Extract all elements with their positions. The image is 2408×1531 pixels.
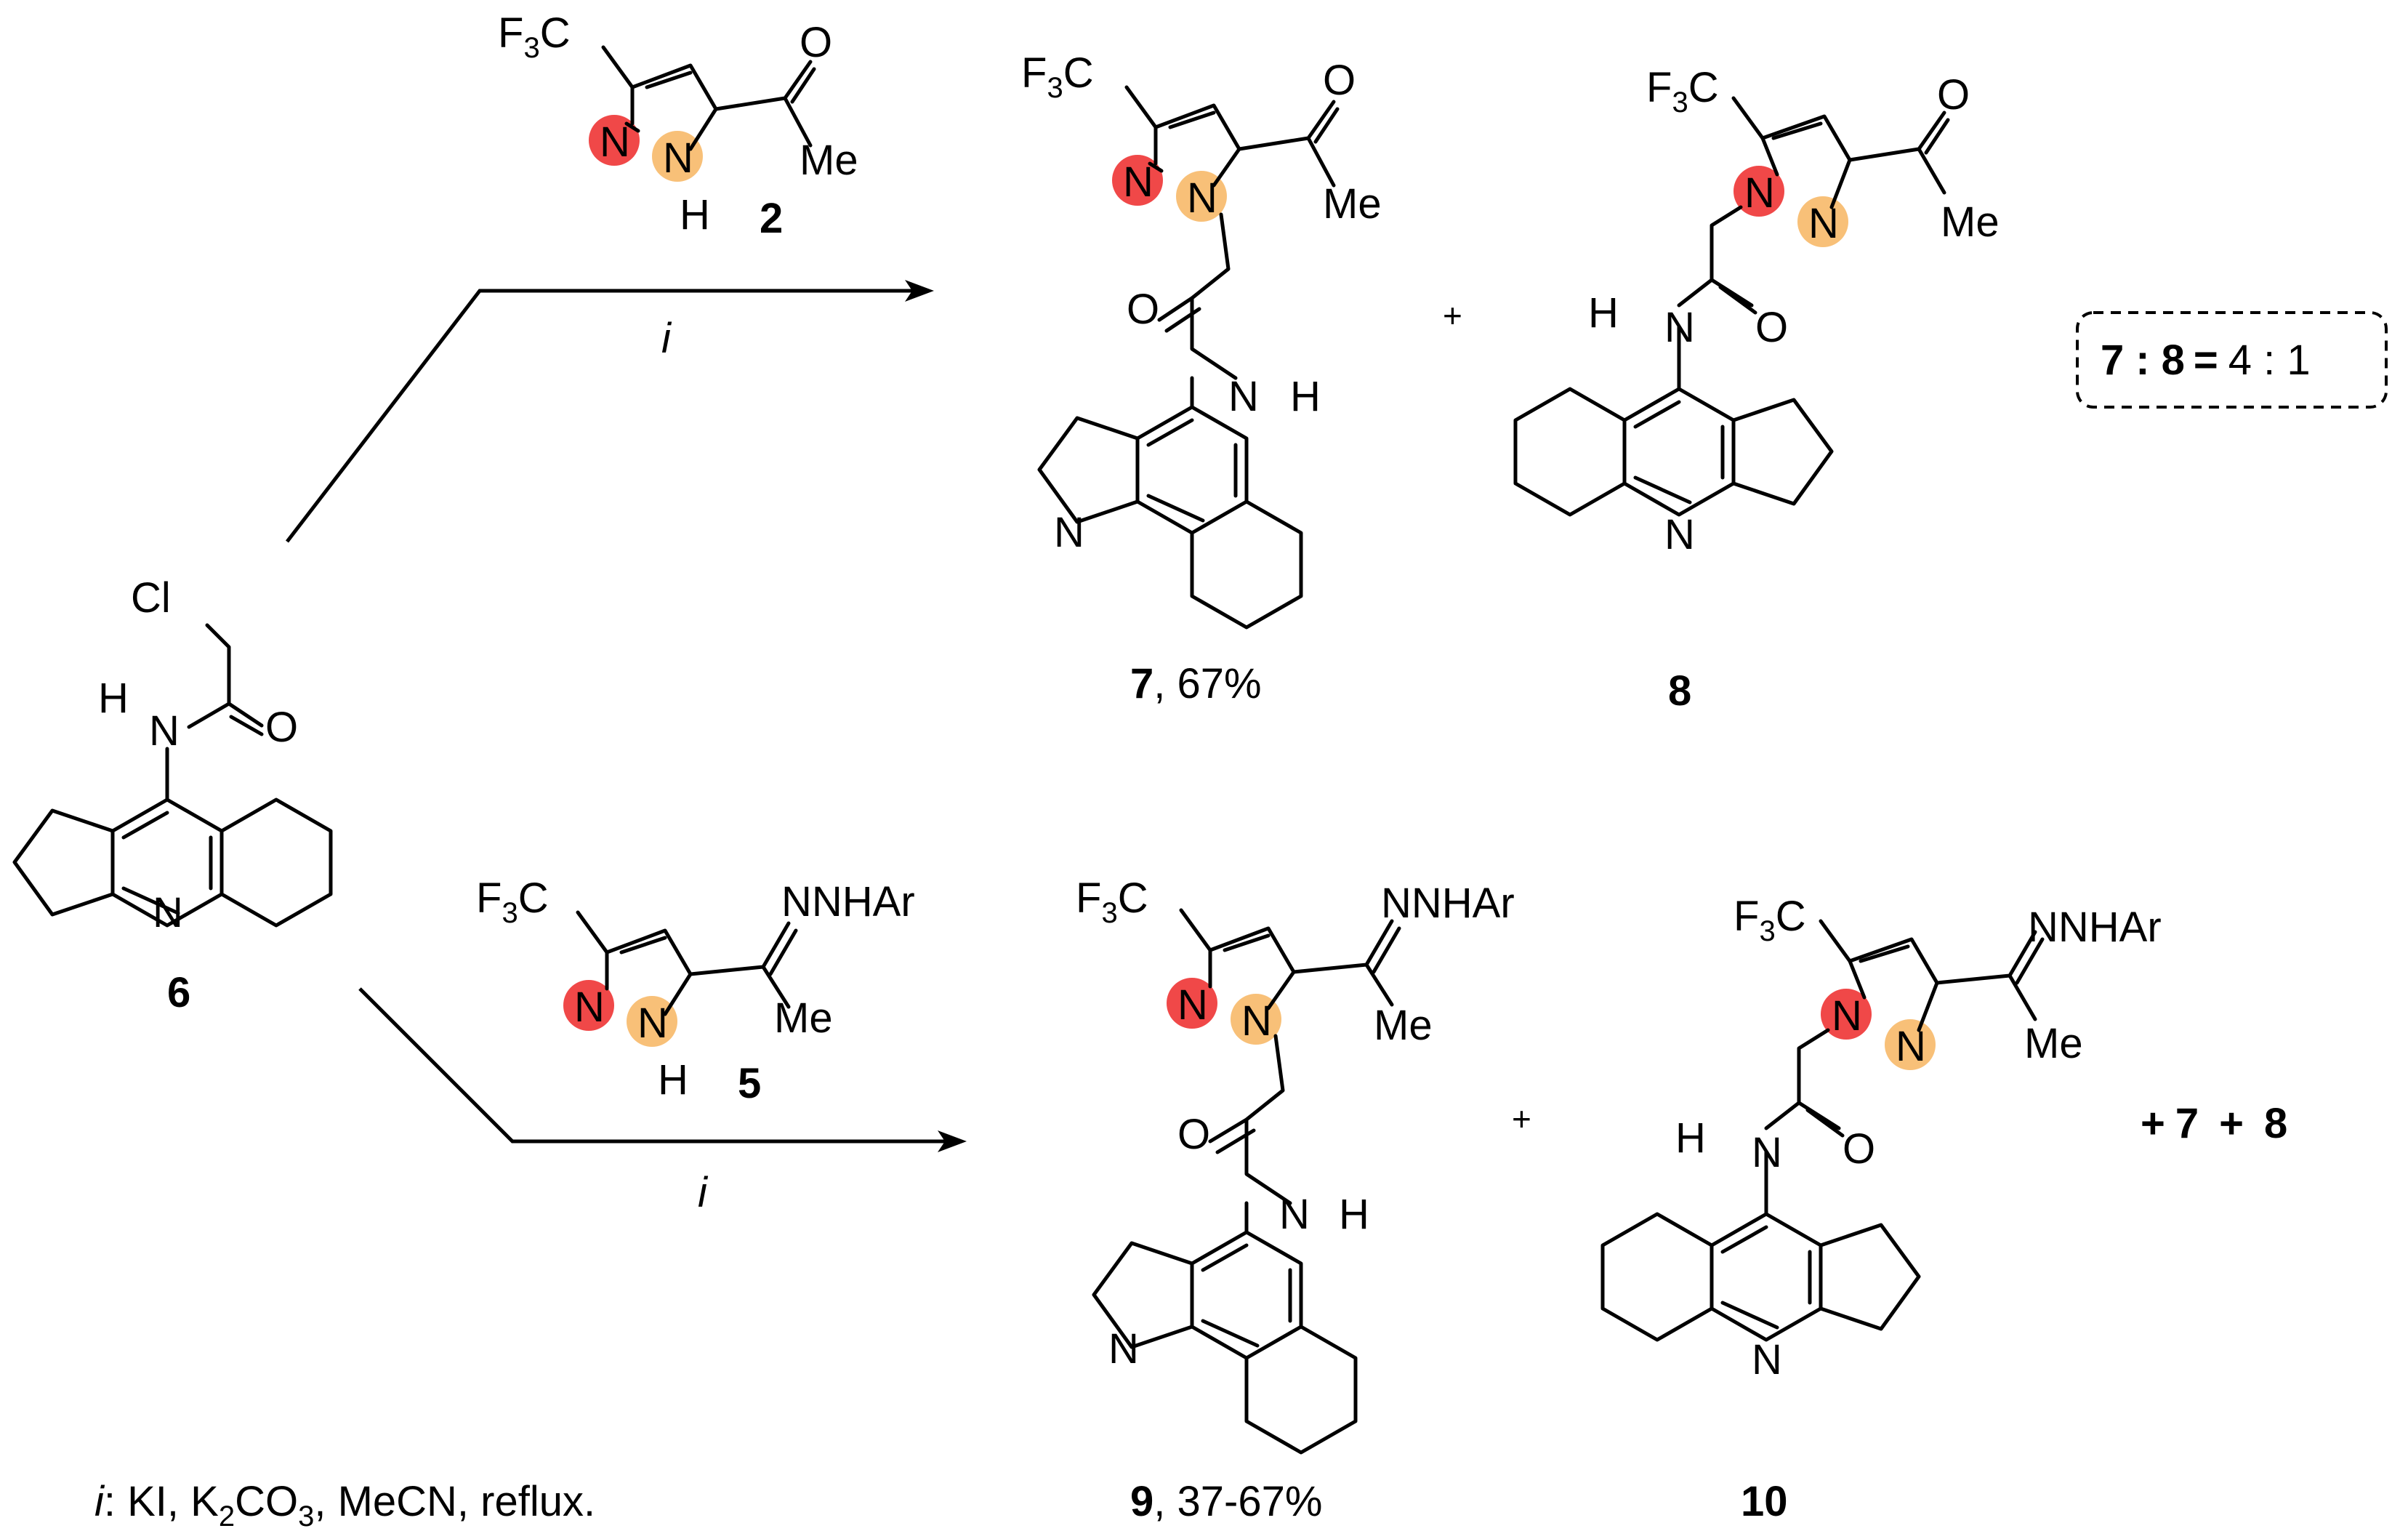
- extra-products: +7+8: [2141, 1100, 2287, 1147]
- compound-label-2: 2: [760, 195, 783, 242]
- cf3-text-7: F3C: [1021, 49, 1094, 104]
- atom-cl-6: Cl: [131, 574, 171, 622]
- ratio-text: 7:8=4 : 1: [2101, 337, 2311, 384]
- cf3-text-2: F3C: [498, 9, 571, 64]
- atom-n-amide-10: N: [1752, 1129, 1782, 1176]
- atom-o-amide-10: O: [1843, 1125, 1875, 1173]
- atom-h-7: H: [1290, 373, 1321, 420]
- n-highlight-red: [589, 115, 640, 166]
- atom-n-amide-6: N: [149, 707, 180, 755]
- atom-n-5a: N: [574, 984, 605, 1031]
- compound-7-structure: [1037, 85, 1340, 630]
- compound-10-structure: [1600, 919, 2045, 1342]
- atom-me-8: Me: [1941, 198, 2000, 246]
- atom-n-6: N: [153, 889, 183, 936]
- atom-n-ring-7: N: [1054, 509, 1084, 556]
- atom-n-amide-7: N: [1228, 373, 1259, 420]
- atom-o-2: O: [800, 19, 832, 66]
- compound-label-8: 8: [1668, 667, 1691, 715]
- ratio-box: [2076, 311, 2388, 409]
- atom-n-10b: N: [1896, 1023, 1926, 1070]
- compound-5-structure: [563, 910, 798, 1047]
- atom-me-2: Me: [800, 137, 858, 184]
- reaction-arrow-top: [286, 280, 934, 543]
- atom-me-7: Me: [1323, 180, 1382, 228]
- atom-h-8: H: [1588, 289, 1619, 337]
- atom-n-ring-8: N: [1664, 511, 1695, 558]
- atom-o-amide-8: O: [1755, 304, 1788, 351]
- cf3-text-8: F3C: [1646, 64, 1719, 118]
- compound-label-6: 6: [167, 969, 190, 1016]
- atom-o-amide-7: O: [1127, 286, 1159, 333]
- atom-hydrazone-10: NNHAr: [2028, 904, 2162, 951]
- atom-n-9a: N: [1177, 981, 1208, 1029]
- atom-me-5: Me: [774, 994, 833, 1042]
- compound-8-structure: [1513, 96, 1950, 517]
- atom-n-7b: N: [1187, 174, 1217, 222]
- atom-h-10: H: [1675, 1114, 1706, 1162]
- atom-n-ring-9: N: [1108, 1325, 1139, 1373]
- compound-2-structure: [589, 45, 816, 182]
- compound-9-structure: [1092, 908, 1401, 1455]
- atom-o-7: O: [1323, 57, 1356, 104]
- atom-o-8: O: [1937, 71, 1970, 118]
- atom-hydrazone-5: NNHAr: [781, 878, 915, 925]
- atom-n-8a: N: [1744, 169, 1775, 217]
- atom-n-8b: N: [1808, 200, 1839, 247]
- reaction-arrow-bottom: [358, 987, 967, 1152]
- atom-me-9: Me: [1374, 1002, 1433, 1049]
- atom-h-6: H: [98, 675, 129, 722]
- compound-label-5: 5: [738, 1060, 761, 1107]
- atom-me-10: Me: [2024, 1020, 2083, 1067]
- atom-n-9b: N: [1241, 997, 1272, 1045]
- n-highlight-orange: [652, 131, 703, 182]
- atom-h-9: H: [1339, 1191, 1369, 1238]
- compound-label-10: 10: [1741, 1478, 1788, 1525]
- atom-h-5: H: [658, 1056, 688, 1104]
- atom-n-ring-10: N: [1752, 1336, 1782, 1383]
- cf3-text-5: F3C: [476, 875, 549, 929]
- arrow-label-bottom: i: [698, 1169, 709, 1216]
- plus-sign-top: +: [1443, 297, 1462, 334]
- atom-n-amide-9: N: [1279, 1191, 1310, 1238]
- plus-sign-bottom: +: [1512, 1100, 1531, 1138]
- arrow-label-top: i: [661, 315, 672, 362]
- atom-n-2b: N: [663, 134, 693, 182]
- compound-label-7: 7, 67%: [1130, 660, 1262, 707]
- atom-n-7a: N: [1123, 158, 1153, 206]
- atom-n-2a: N: [600, 118, 630, 166]
- compound-6-structure: [12, 623, 333, 928]
- atom-n-amide-8: N: [1664, 304, 1695, 351]
- cf3-text-10: F3C: [1733, 893, 1806, 947]
- atom-o-6: O: [265, 704, 298, 751]
- atom-hydrazone-9: NNHAr: [1381, 880, 1515, 927]
- reaction-conditions: i: KI, K2CO3, MeCN, reflux.: [94, 1478, 595, 1531]
- atom-o-amide-9: O: [1177, 1111, 1210, 1158]
- atom-n-5b: N: [637, 1000, 668, 1047]
- compound-label-9: 9, 37-67%: [1130, 1478, 1322, 1525]
- atom-h-2: H: [680, 191, 710, 238]
- cf3-text-9: F3C: [1076, 875, 1148, 929]
- atom-n-10a: N: [1832, 992, 1862, 1040]
